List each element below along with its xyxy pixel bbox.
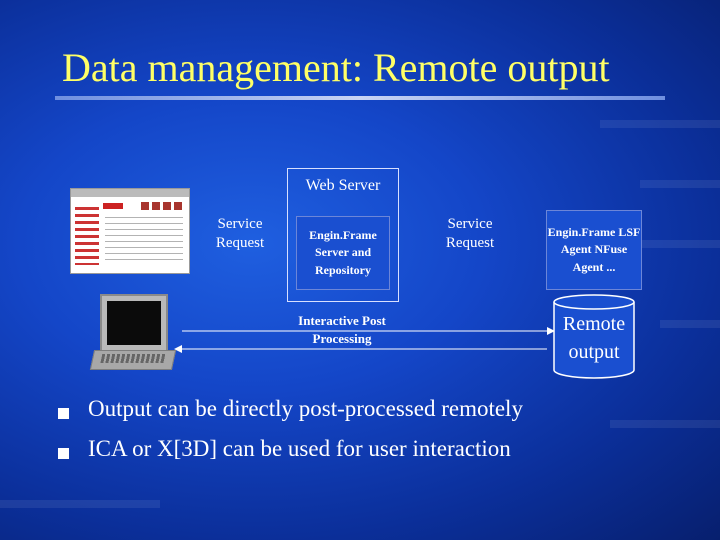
enginframe-server-label: Engin.Frame Server and Repository (309, 227, 377, 277)
background-streak (0, 500, 160, 508)
enginframe-agents-label: Engin.Frame LSF Agent NFuse Agent ... (547, 224, 641, 274)
background-streak (620, 240, 720, 248)
background-streak (640, 180, 720, 188)
service-request-right-label: Service Request (445, 216, 495, 251)
remote-output-label: Remote output (562, 313, 626, 363)
laptop-icon (89, 294, 177, 372)
web-server-box (287, 168, 399, 302)
background-streak (600, 120, 720, 128)
bullet-text: Output can be directly post-processed re… (88, 396, 523, 421)
enginframe-agents-box: Engin.Frame LSF Agent NFuse Agent ... (546, 210, 642, 290)
square-bullet-icon (58, 448, 69, 459)
interactive-post-processing-label: Interactive Post Processing (298, 313, 386, 347)
service-request-left-label: Service Request (215, 216, 265, 251)
title-underline (55, 96, 665, 100)
cylinder-storage-icon (553, 294, 635, 379)
web-server-label: Web Server (305, 177, 381, 194)
bullet-text: ICA or X[3D] can be used for user intera… (88, 436, 511, 461)
slide-title: Data management: Remote output (62, 45, 610, 90)
browser-screenshot-icon (70, 188, 190, 274)
background-streak (660, 320, 720, 328)
square-bullet-icon (58, 408, 69, 419)
enginframe-server-box: Engin.Frame Server and Repository (296, 216, 390, 290)
background-streak (610, 420, 720, 428)
